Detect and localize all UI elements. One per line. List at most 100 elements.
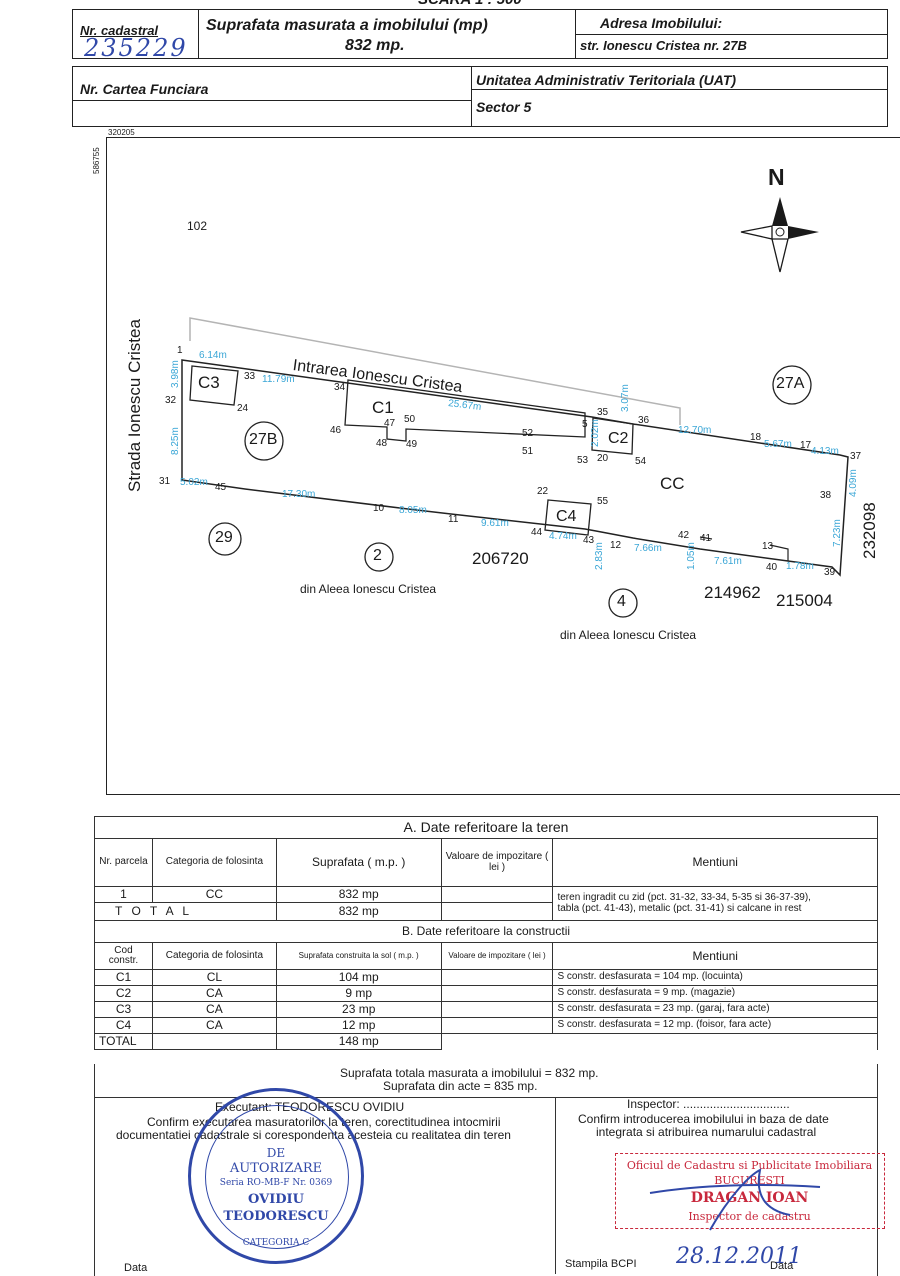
- building-c3-label: C3: [198, 373, 220, 392]
- confirm-right-2: integrata si atribuirea numarului cadast…: [596, 1125, 817, 1139]
- point-43: 43: [583, 535, 595, 546]
- summary-line-1: Suprafata totala masurata a imobilului =…: [340, 1066, 599, 1080]
- total-value-b: 148 mp: [275, 1033, 442, 1050]
- aleea-label-2: din Aleea Ionescu Cristea: [560, 628, 697, 642]
- address-label: Adresa Imobilului:: [600, 15, 723, 31]
- dist-37-38: 4.09m: [848, 469, 859, 497]
- point-13: 13: [762, 541, 774, 552]
- confirm-right-1: Confirm introducerea imobilului in baza …: [578, 1112, 829, 1126]
- point-17: 17: [800, 440, 812, 451]
- building-c3: [189, 365, 239, 406]
- table-row: C1: [94, 969, 153, 986]
- area-label: Suprafata masurata a imobilului (mp): [206, 17, 488, 34]
- dist-41-40: 7.61m: [714, 556, 742, 567]
- point-12: 12: [610, 540, 622, 551]
- dist-35-36: 3.07m: [620, 384, 631, 412]
- parcel-boundary: [181, 359, 849, 577]
- summary-line-2: Suprafata din acte = 835 mp.: [383, 1079, 538, 1093]
- table-cell: CC: [151, 886, 277, 903]
- area-value: 832 mp.: [345, 37, 405, 54]
- point-34: 34: [334, 382, 346, 393]
- building-c4: [544, 499, 592, 536]
- col-suprafata: Suprafata ( m.p. ): [275, 838, 442, 887]
- dist-31-45: 5.02m: [180, 477, 208, 488]
- dist-45-10: 17.30m: [282, 489, 316, 500]
- total-label-b: TOTAL: [94, 1033, 153, 1050]
- header-row-2: [72, 66, 888, 127]
- col-categoria-b: Categoria de folosinta: [151, 942, 277, 970]
- stamp-round: DE AUTORIZARE Seria RO-MB-F Nr. 0369 OVI…: [188, 1088, 364, 1264]
- point-47: 47: [384, 418, 396, 429]
- stampila-label: Stampila BCPI: [565, 1258, 637, 1270]
- dist-40-39: 1.78m: [786, 561, 814, 572]
- dist-10-11: 8.05m: [399, 505, 427, 516]
- section-b-title: B. Date referitoare la constructii: [94, 920, 878, 943]
- uat-value: Sector 5: [476, 99, 532, 115]
- north-arrow-icon: [740, 197, 819, 273]
- circle-4: 4: [617, 593, 626, 610]
- total-value-a: 832 mp: [275, 902, 442, 921]
- col-categoria: Categoria de folosinta: [151, 838, 277, 887]
- parcel-206720: 206720: [472, 549, 529, 568]
- dist-42-41: 1.05m: [686, 542, 697, 570]
- map-frame: [106, 137, 900, 795]
- scale-label: SCARA 1 : 500: [418, 0, 522, 8]
- dist-1-33: 6.14m: [199, 350, 227, 361]
- point-52: 52: [522, 428, 534, 439]
- handwritten-date: 28.12.2011: [676, 1244, 802, 1269]
- plan-drawing: [181, 197, 849, 618]
- point-54: 54: [635, 456, 647, 467]
- point-37: 37: [850, 451, 862, 462]
- coord-x: 320205: [108, 128, 135, 137]
- col-valoare-b: Valoare de impozitare ( lei ): [440, 942, 554, 970]
- point-45: 45: [215, 482, 227, 493]
- point-50: 50: [404, 414, 416, 425]
- cadastral-label: Nr. cadastral: [80, 23, 159, 38]
- table-row: C2: [94, 985, 153, 1002]
- col-nr-parcela: Nr. parcela: [94, 838, 153, 887]
- point-48: 48: [376, 438, 388, 449]
- point-49: 49: [406, 439, 418, 450]
- circle-27b: 27B: [249, 431, 278, 448]
- inspector: Inspector: .............................…: [627, 1097, 790, 1111]
- circle-2: 2: [373, 547, 382, 564]
- dist-17-37: 4.13m: [811, 446, 839, 457]
- point-5: 5: [582, 419, 588, 430]
- dist-38-39: 7.23m: [832, 519, 843, 547]
- stamp-ocpi: Oficiul de Cadastru si Publicitate Imobi…: [615, 1153, 885, 1229]
- dist-18-17: 5.67m: [764, 439, 792, 450]
- dist-36-18: 12.70m: [678, 425, 712, 436]
- north-label: N: [768, 164, 785, 190]
- data-table: A. Date referitoare la teren Nr. parcela…: [94, 816, 879, 1050]
- table-row: 1: [94, 886, 153, 903]
- building-c1-label: C1: [372, 398, 394, 417]
- table-row: C4: [94, 1017, 153, 1034]
- land-book-label: Nr. Cartea Funciara: [80, 81, 209, 97]
- dist-5-53: 2.02m: [590, 419, 601, 447]
- cadastral-number: 235229: [84, 34, 188, 62]
- summary-footer-frame: [94, 1064, 878, 1276]
- circle-27a: 27A: [776, 375, 805, 392]
- building-c4-label: C4: [556, 508, 577, 525]
- point-36: 36: [638, 415, 650, 426]
- point-10: 10: [373, 503, 385, 514]
- aleea-label-1: din Aleea Ionescu Cristea: [300, 582, 437, 596]
- col-cod: Cod constr.: [94, 942, 153, 970]
- point-22: 22: [537, 486, 549, 497]
- dist-11-44: 9.61m: [481, 518, 509, 529]
- point-42: 42: [678, 530, 690, 541]
- point-55: 55: [597, 496, 609, 507]
- table-row: C3: [94, 1001, 153, 1018]
- dist-43-12: 2.83m: [594, 542, 605, 570]
- point-31: 31: [159, 476, 171, 487]
- col-valoare: Valoare de impozitare ( lei ): [440, 838, 554, 887]
- point-35: 35: [597, 407, 609, 418]
- col-suprafata-b: Suprafata construita la sol ( m.p. ): [275, 942, 442, 970]
- building-c1: [344, 379, 586, 442]
- point-40: 40: [766, 562, 778, 573]
- building-c2-label: C2: [608, 430, 629, 447]
- point-24: 24: [237, 403, 249, 414]
- use-cc-label: CC: [660, 474, 685, 493]
- point-20: 20: [597, 453, 609, 464]
- uat-label: Unitatea Administrativ Teritoriala (UAT): [476, 72, 737, 88]
